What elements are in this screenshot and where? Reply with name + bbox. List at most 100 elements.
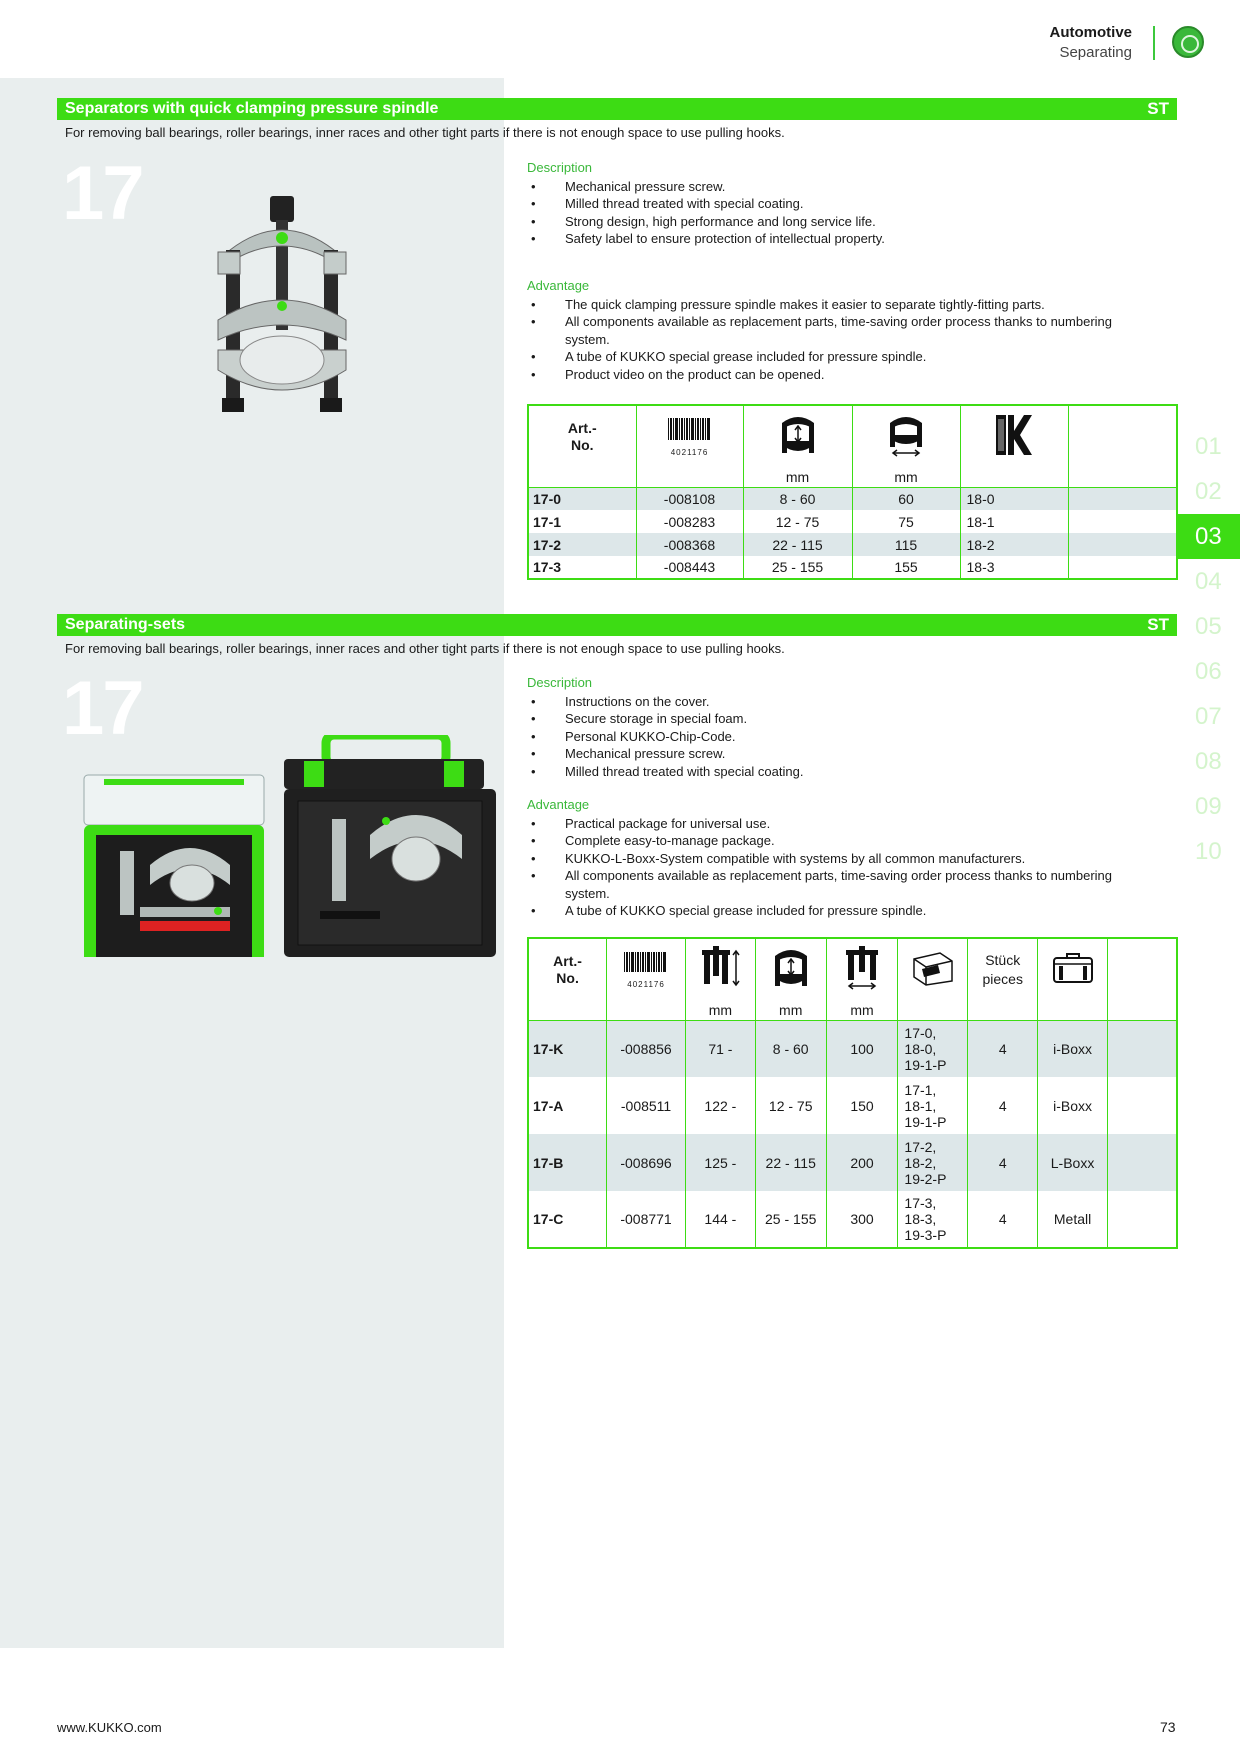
left-foot-nut bbox=[222, 398, 244, 412]
ean-suffix: -008856 bbox=[606, 1020, 686, 1077]
puller-depth-header bbox=[685, 938, 756, 1000]
chapter-side-nav: 01 02 03 04 05 06 07 08 09 10 bbox=[1178, 424, 1240, 874]
puller-depth: 71 - bbox=[685, 1020, 756, 1077]
left-nut bbox=[217, 251, 241, 275]
width: 115 bbox=[852, 533, 961, 556]
section-title: Separators with quick clamping pressure … bbox=[65, 100, 439, 117]
chapter-tab-04[interactable]: 04 bbox=[1195, 568, 1222, 595]
article-number: 17-1 bbox=[528, 510, 637, 533]
chapter-tab-09[interactable]: 09 bbox=[1195, 793, 1222, 820]
chapter-tab-07[interactable]: 07 bbox=[1195, 703, 1222, 730]
barcode-header: 4021176 bbox=[636, 405, 744, 467]
advantage-block: Advantage The quick clamping pressure sp… bbox=[527, 278, 1147, 383]
separator-clamping-icon bbox=[774, 950, 807, 986]
list-item: Instructions on the cover. bbox=[527, 693, 1147, 711]
level-indicator bbox=[276, 232, 288, 244]
ean-suffix: -008283 bbox=[636, 510, 744, 533]
case-type: i-Boxx bbox=[1037, 1020, 1108, 1077]
table-header-row: Art.- No. 4021176 bbox=[528, 938, 1177, 1000]
puller-width-header bbox=[826, 938, 899, 1000]
chapter-tab-05[interactable]: 05 bbox=[1195, 613, 1222, 640]
ean-suffix: -008108 bbox=[636, 487, 744, 510]
unit-cell: mm bbox=[755, 1000, 827, 1021]
l-boxx-case bbox=[284, 735, 496, 957]
list-item: A tube of KUKKO special grease included … bbox=[527, 902, 1147, 920]
chapter-tab-08[interactable]: 08 bbox=[1195, 748, 1222, 775]
table-row: 17-A -008511 122 - 12 - 75 150 17-1, 18-… bbox=[528, 1077, 1177, 1134]
list-item: Complete easy-to-manage package. bbox=[527, 832, 1147, 850]
width: 75 bbox=[852, 510, 961, 533]
clamping-range-header bbox=[755, 938, 827, 1000]
box-contents-icon bbox=[913, 952, 953, 986]
table-row: 17-2 -008368 22 - 115 115 18-2 bbox=[528, 533, 1177, 556]
art-no-header: Art.- No. bbox=[528, 405, 637, 467]
barcode-icon bbox=[624, 951, 667, 972]
list-item: Personal KUKKO-Chip-Code. bbox=[527, 728, 1147, 746]
footer-website-link[interactable]: www.KUKKO.com bbox=[57, 1720, 162, 1735]
clamping-range: 12 - 75 bbox=[755, 1077, 827, 1134]
kombination-k-icon bbox=[996, 415, 1032, 455]
no-label: No. bbox=[556, 969, 579, 986]
i-boxx-case bbox=[83, 774, 265, 957]
chapter-tab-01[interactable]: 01 bbox=[1195, 433, 1222, 460]
pieces-count: 4 bbox=[967, 1134, 1039, 1191]
pieces-count: 4 bbox=[967, 1077, 1039, 1134]
puller-depth-icon bbox=[702, 946, 740, 987]
separating-sets-product-image bbox=[83, 735, 496, 957]
separator-clamping-icon bbox=[781, 417, 814, 453]
article-number: 17-3 bbox=[528, 556, 637, 579]
list-item: Milled thread treated with special coati… bbox=[527, 763, 1147, 781]
empty-header bbox=[1107, 938, 1177, 1000]
unit-cell: mm bbox=[826, 1000, 899, 1021]
clamping-range: 22 - 115 bbox=[755, 1134, 827, 1191]
kombination-header bbox=[960, 405, 1069, 467]
header-subcategory: Separating bbox=[1059, 44, 1132, 61]
table-row: 17-K -008856 71 - 8 - 60 100 17-0, 18-0,… bbox=[528, 1020, 1177, 1077]
puller-width: 150 bbox=[826, 1077, 899, 1134]
list-item: A tube of KUKKO special grease included … bbox=[527, 348, 1147, 366]
jaw-marker bbox=[277, 301, 287, 311]
puller-depth: 144 - bbox=[685, 1191, 756, 1248]
table-row: 17-0 -008108 8 - 60 60 18-0 bbox=[528, 487, 1177, 510]
pieces-count: 4 bbox=[967, 1191, 1039, 1248]
case-type: i-Boxx bbox=[1037, 1077, 1108, 1134]
list-item: Product video on the product can be open… bbox=[527, 366, 1147, 384]
advantage-list: Practical package for universal use. Com… bbox=[527, 815, 1147, 920]
description-list: Instructions on the cover. Secure storag… bbox=[527, 693, 1147, 780]
chapter-tab-10[interactable]: 10 bbox=[1195, 838, 1222, 865]
advantage-list: The quick clamping pressure spindle make… bbox=[527, 296, 1147, 383]
chapter-tab-06[interactable]: 06 bbox=[1195, 658, 1222, 685]
table-header-row: Art.- No. 4021176 bbox=[528, 405, 1177, 467]
list-item: All components available as replacement … bbox=[527, 313, 1147, 348]
unit-cell: mm bbox=[743, 467, 853, 488]
list-item: All components available as replacement … bbox=[527, 867, 1147, 902]
advantage-block: Advantage Practical package for universa… bbox=[527, 797, 1147, 920]
section-title: Separating-sets bbox=[65, 616, 186, 633]
set-contents: 17-3, 18-3, 19-3-P bbox=[897, 1191, 969, 1248]
set-contents: 17-2, 18-2, 19-2-P bbox=[897, 1134, 969, 1191]
pieces-count: 4 bbox=[967, 1020, 1039, 1077]
page-header: Automotive Separating bbox=[1050, 24, 1133, 61]
puller-width: 100 bbox=[826, 1020, 899, 1077]
clamping-range: 12 - 75 bbox=[743, 510, 853, 533]
header-divider bbox=[1153, 26, 1155, 60]
description-heading: Description bbox=[527, 675, 593, 690]
description-list: Mechanical pressure screw. Milled thread… bbox=[527, 178, 1147, 248]
section-intro: For removing ball bearings, roller beari… bbox=[65, 125, 785, 140]
art-no-header: Art.- No. bbox=[528, 938, 608, 1000]
barcode-text: 4021176 bbox=[670, 447, 709, 457]
case-type: Metall bbox=[1037, 1191, 1108, 1248]
section-intro: For removing ball bearings, roller beari… bbox=[65, 641, 785, 656]
contents-header bbox=[897, 938, 969, 1000]
section-title-bar: Separators with quick clamping pressure … bbox=[57, 98, 1177, 120]
puller-width: 200 bbox=[826, 1134, 899, 1191]
advantage-heading: Advantage bbox=[527, 278, 590, 293]
description-block: Description Instructions on the cover. S… bbox=[527, 675, 1147, 780]
chapter-tab-02[interactable]: 02 bbox=[1195, 478, 1222, 505]
ean-suffix: -008368 bbox=[636, 533, 744, 556]
chapter-tab-03[interactable]: 03 bbox=[1178, 514, 1240, 559]
article-number: 17-K bbox=[528, 1020, 608, 1077]
barcode-header: 4021176 bbox=[606, 938, 686, 1000]
table-row: 17-C -008771 144 - 25 - 155 300 17-3, 18… bbox=[528, 1191, 1177, 1248]
case-type-header bbox=[1037, 938, 1108, 1000]
